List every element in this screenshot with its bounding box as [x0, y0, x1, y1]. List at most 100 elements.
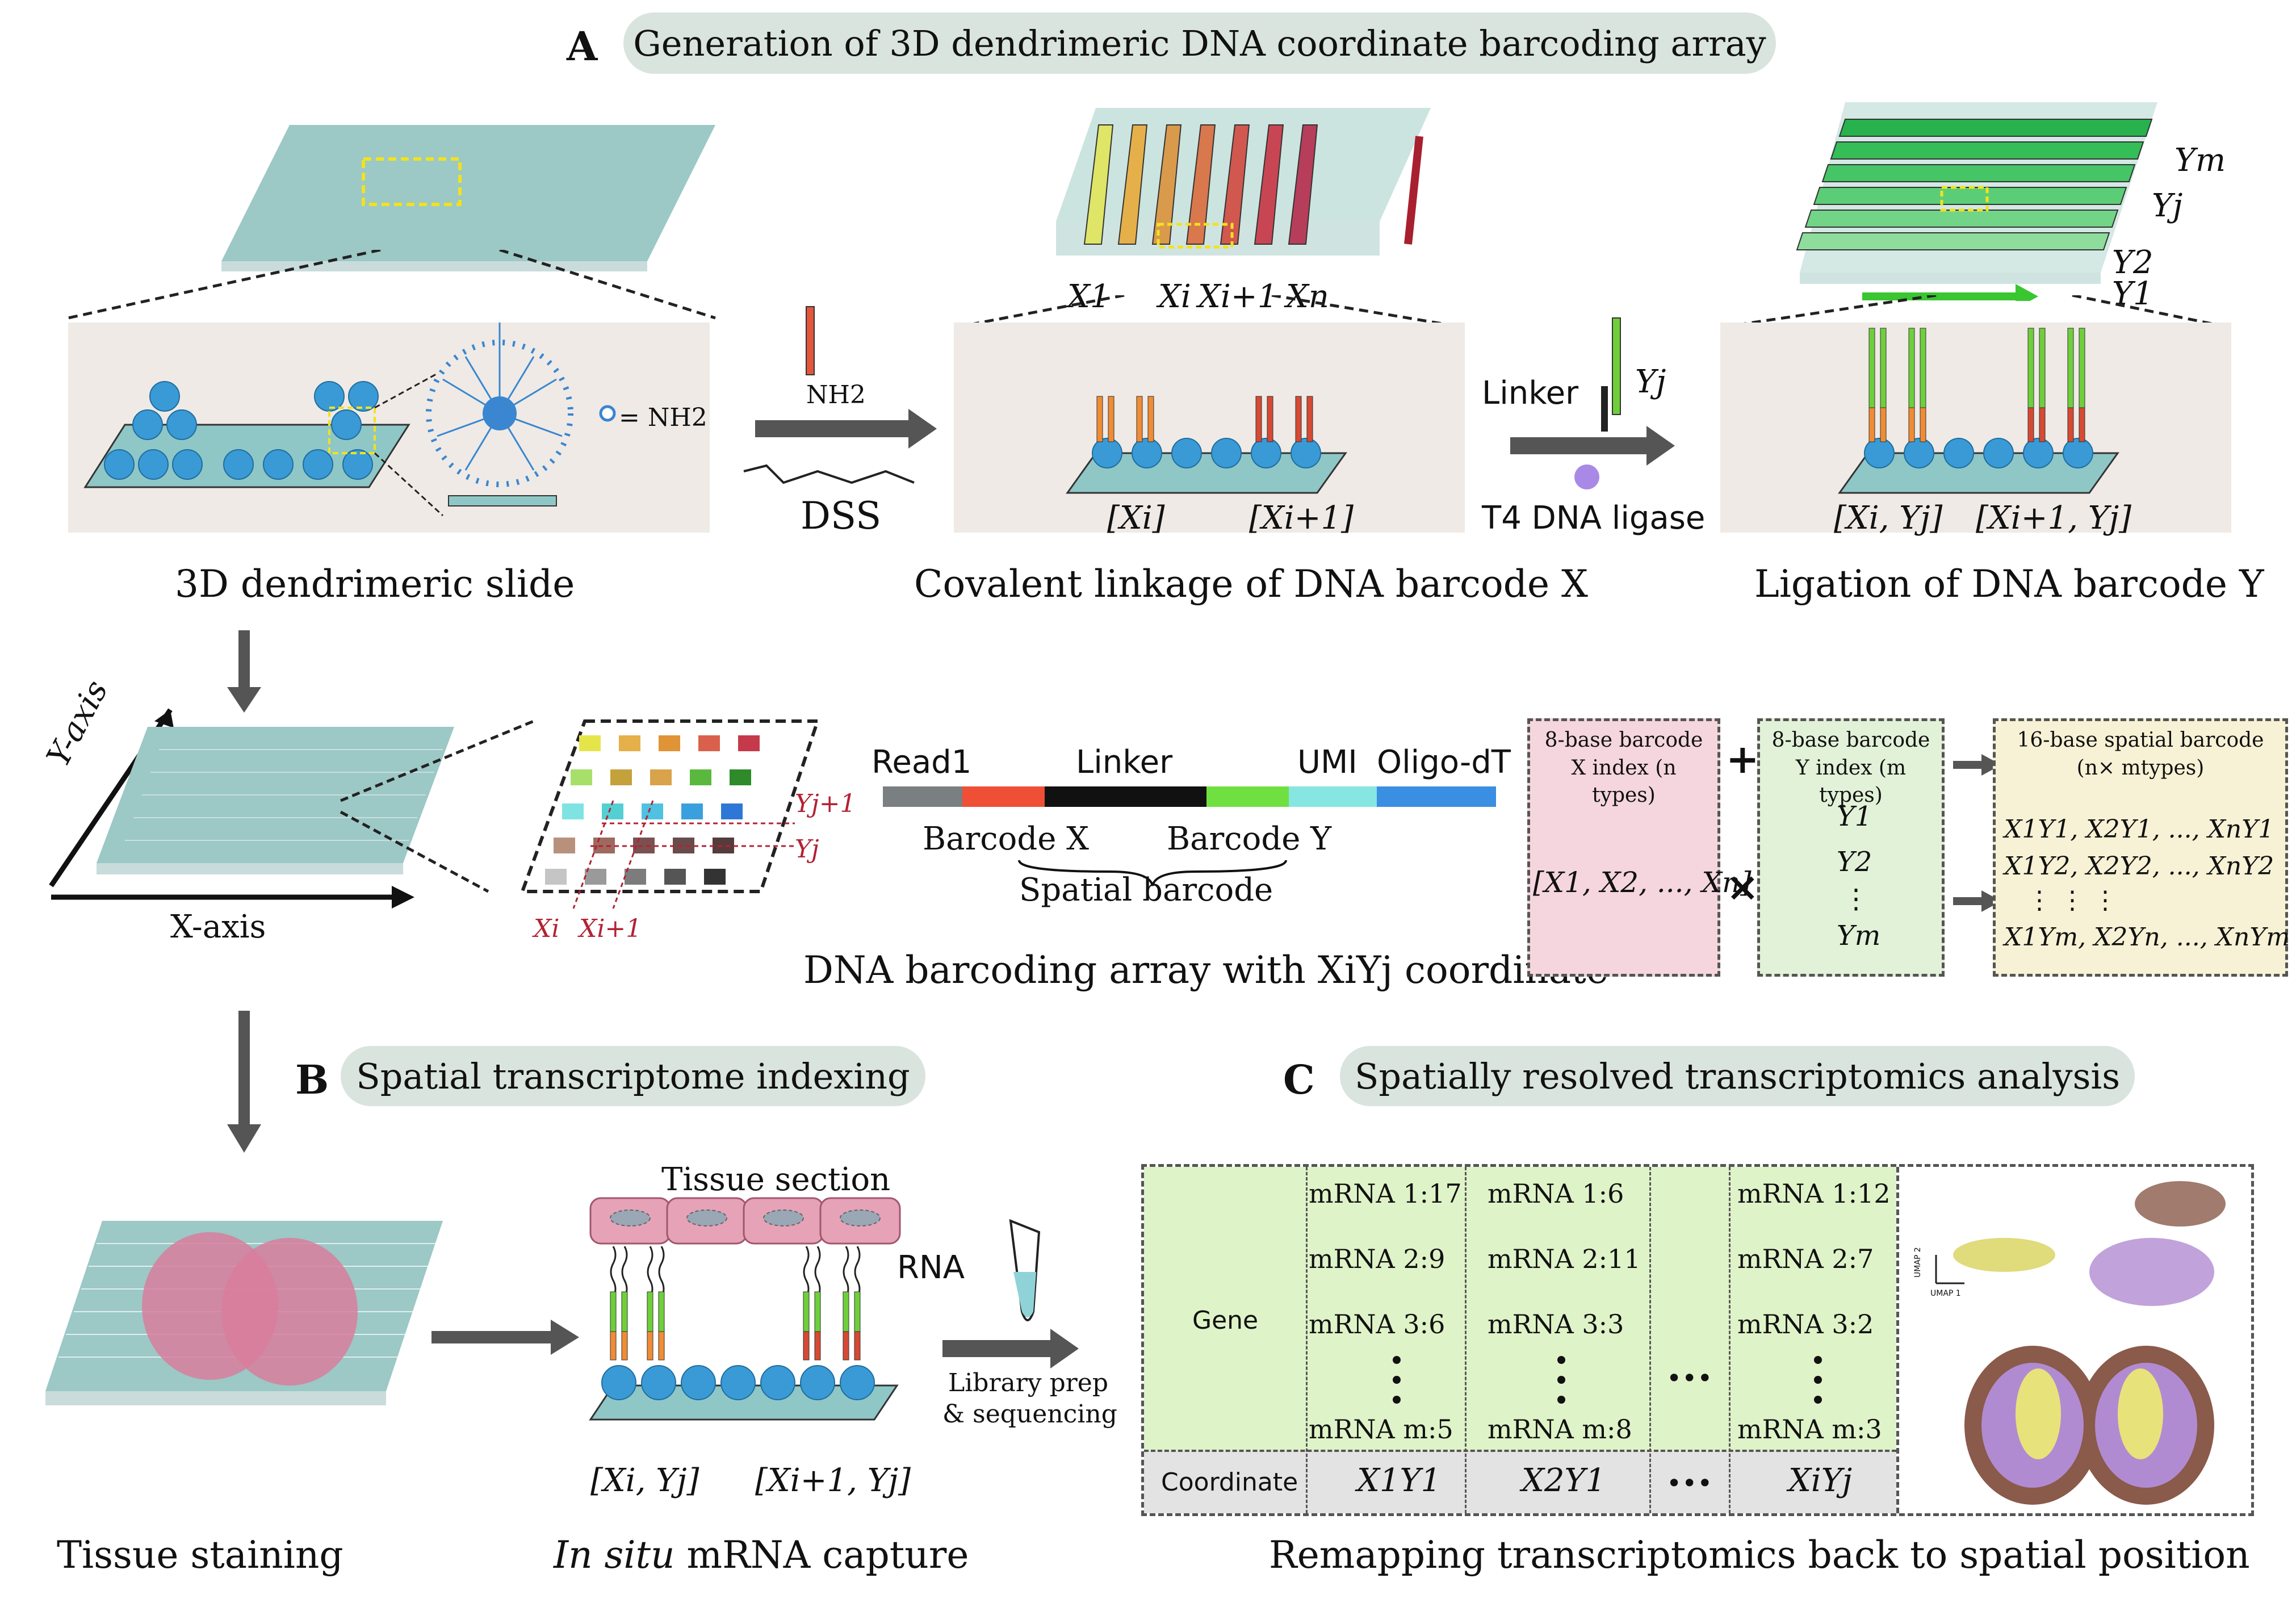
- array-caption: DNA barcoding array with XiYj coordinate: [803, 948, 1608, 992]
- y-index-ym: Ym: [1837, 920, 1881, 952]
- staining-caption: Tissue staining: [57, 1533, 343, 1577]
- dendrimeric-slide-top: [221, 125, 715, 271]
- vertical-dots: [1393, 1356, 1565, 1404]
- spatial-row-4: X1Ym, X2Yn, ..., XnYm: [2004, 923, 2290, 952]
- spatial-row-1: X1Y1, X2Y1, ..., XnY1: [2004, 815, 2274, 844]
- umap-plot: [1935, 1181, 2226, 1306]
- col2-row4: mRNA m:8: [1488, 1414, 1632, 1445]
- panel-a-title: Generation of 3D dendrimeric DNA coordin…: [623, 12, 1776, 74]
- col1-coord: X1Y1: [1357, 1462, 1442, 1499]
- oligo-label: Oligo-dT: [1377, 744, 1511, 781]
- col3-row1: mRNA 1:12: [1737, 1178, 1891, 1209]
- linker-label: Linker: [1482, 375, 1579, 412]
- barcode-x-illustration: [1066, 396, 1347, 494]
- table-divider: [1896, 1167, 1899, 1513]
- panel-a-letter: A: [567, 23, 598, 70]
- mrna-capture-illustration: [589, 1197, 901, 1421]
- xi-bracket-label: [Xi]: [1107, 500, 1165, 537]
- barcode-y-illustration: [1838, 328, 2119, 494]
- spatial-row-3: ⋮ ⋮ ⋮: [2027, 886, 2118, 915]
- y-index-box: [1757, 718, 1945, 977]
- spatial-barcode-box: [1993, 718, 2288, 977]
- col-divider-2: [1649, 1167, 1651, 1513]
- y-index-y1: Y1: [1837, 801, 1872, 832]
- ellipsis-coord: •••: [1666, 1468, 1713, 1498]
- sequencing-label: & sequencing: [942, 1400, 1117, 1429]
- spatial-barcode-label: Spatial barcode: [1019, 872, 1273, 909]
- library-tube-arrow: [942, 1219, 1079, 1368]
- panel-b-title: Spatial transcriptome indexing: [341, 1046, 925, 1106]
- dss-arrow: [743, 306, 937, 484]
- y-index-dots: ⋮: [1842, 883, 1870, 915]
- panel-c-title: Spatially resolved transcriptomics analy…: [1340, 1046, 2135, 1106]
- barcode-x-label: Barcode X: [923, 821, 1090, 857]
- zoom-lines-1: [68, 250, 716, 320]
- step3-caption: Ligation of DNA barcode Y: [1754, 562, 2264, 606]
- capture-xiyj-label: [Xi, Yj]: [590, 1462, 699, 1499]
- ellipsis-gene: •••: [1666, 1363, 1713, 1393]
- x-axis-label: X-axis: [170, 909, 266, 945]
- times-sign: ×: [1726, 863, 1759, 910]
- nh2-label: NH2: [806, 380, 866, 409]
- col1-row2: mRNA 2:9: [1309, 1244, 1446, 1274]
- barcode-y-panel: [1720, 323, 2231, 533]
- coord-area: [1144, 1451, 1896, 1513]
- dendrimer-slide-illustration: [83, 323, 616, 517]
- spatial-barcode-title: 16-base spatial barcode (n× mtypes): [2017, 729, 2264, 780]
- barcode-x-panel: [954, 323, 1465, 533]
- rna-label: RNA: [897, 1249, 965, 1286]
- col3-row3: mRNA 3:2: [1737, 1309, 1874, 1340]
- tissue-section-label: Tissue section: [661, 1161, 891, 1198]
- remapping-caption: Remapping transcriptomics back to spatia…: [1269, 1533, 2250, 1577]
- x-index-box: [1527, 718, 1720, 977]
- col1-row4: mRNA m:5: [1309, 1414, 1453, 1445]
- xi1-array-label: Xi+1: [579, 914, 642, 943]
- results-table: [1141, 1164, 2254, 1516]
- ym-tick: Ym: [2175, 142, 2226, 179]
- step1-caption: 3D dendrimeric slide: [175, 562, 575, 606]
- barcode-y-block: [1796, 102, 2157, 301]
- col3-row4: mRNA m:3: [1737, 1414, 1882, 1445]
- col2-row3: mRNA 3:3: [1488, 1309, 1624, 1340]
- gene-label: Gene: [1192, 1306, 1259, 1335]
- col1-row3: mRNA 3:6: [1309, 1309, 1446, 1340]
- xi1-bracket-label: [Xi+1]: [1249, 500, 1354, 537]
- col3-coord: XiYj: [1788, 1462, 1853, 1499]
- plus-sign: +: [1726, 735, 1759, 782]
- y2-tick: Y2: [2112, 244, 2153, 281]
- barcode-structure-bar: [883, 786, 1496, 886]
- umap1-label: UMAP 1: [1930, 1289, 1961, 1298]
- col1-row1: mRNA 1:17: [1309, 1178, 1462, 1209]
- col2-row2: mRNA 2:11: [1488, 1244, 1641, 1274]
- xn-tick: Xn: [1286, 278, 1329, 315]
- dss-label: DSS: [801, 494, 882, 538]
- spatial-map: [1964, 1346, 2214, 1505]
- xi1yj-bracket-label: [Xi+1, Yj]: [1976, 500, 2131, 537]
- ligase-label: T4 DNA ligase: [1482, 500, 1706, 537]
- tissue-staining-slide: [45, 1221, 443, 1405]
- yj-tick: Yj: [2152, 187, 2183, 224]
- zoom-lines-3: [1725, 295, 2226, 328]
- capture-xi1yj-label: [Xi+1, Yj]: [755, 1462, 911, 1499]
- row-divider: [1144, 1450, 1896, 1452]
- arrow-b1: [431, 1320, 579, 1355]
- linker-arrow: [1510, 317, 1675, 489]
- index-arrows: [1953, 754, 2001, 912]
- y-index-title: 8-base barcode Y index (m types): [1771, 729, 1930, 807]
- col2-row1: mRNA 1:6: [1488, 1178, 1624, 1209]
- xiyj-bracket-label: [Xi, Yj]: [1834, 500, 1943, 537]
- y-index-y2: Y2: [1837, 846, 1872, 878]
- col-divider-1: [1465, 1167, 1467, 1513]
- gene-area: [1144, 1167, 1896, 1451]
- linker-struct-label: Linker: [1076, 744, 1173, 781]
- barcode-x-block: [1056, 108, 1431, 256]
- down-arrow-2: [227, 1011, 261, 1153]
- x-index-set: [X1, X2, ..., Xn]: [1533, 866, 1752, 899]
- umi-label: UMI: [1297, 744, 1358, 781]
- umap2-label: UMAP 2: [1913, 1247, 1922, 1278]
- capture-caption: In situ mRNA capture: [554, 1533, 969, 1577]
- read1-label: Read1: [872, 744, 972, 781]
- col-divider-0: [1306, 1167, 1308, 1513]
- zoom-lines-2: [959, 295, 1460, 328]
- panel-c-letter: C: [1283, 1056, 1315, 1103]
